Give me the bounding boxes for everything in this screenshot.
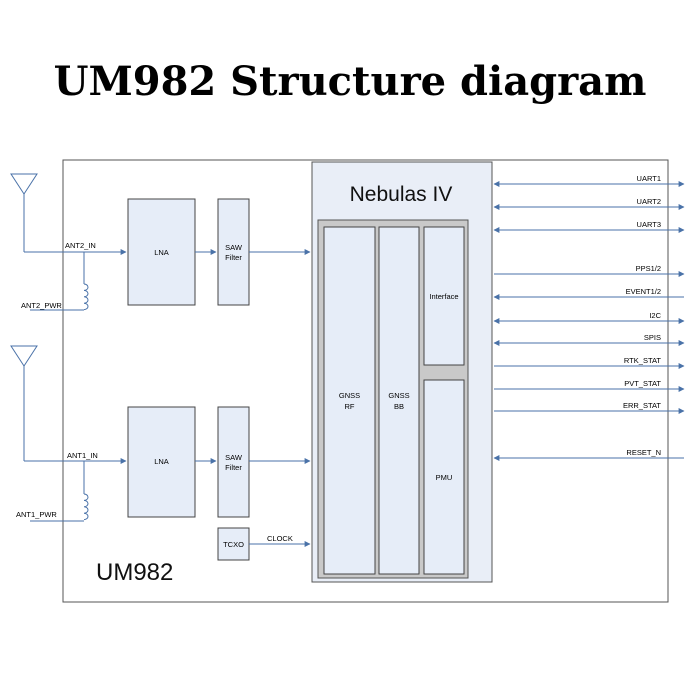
gnss-rf-block <box>323 226 376 575</box>
lna-2-label: LNA <box>154 248 169 257</box>
clock-label: CLOCK <box>267 534 293 543</box>
saw-1-label-2: Filter <box>225 463 242 472</box>
lna-2-block <box>127 198 196 306</box>
gnss-bb-label-2: BB <box>394 402 404 411</box>
gnss-rf-label-1: GNSS <box>339 391 360 400</box>
signal-label: ERR_STAT <box>623 401 661 410</box>
antenna-2 <box>10 173 38 252</box>
antenna-1 <box>10 345 38 461</box>
ant2-in-label: ANT2_IN <box>65 241 96 250</box>
ant1-in-label: ANT1_IN <box>67 451 98 460</box>
ant1-pwr-label: ANT1_PWR <box>16 510 57 519</box>
saw-1-label-1: SAW <box>225 453 243 462</box>
signal-label: PVT_STAT <box>624 379 661 388</box>
lna-1-block <box>127 406 196 518</box>
chip-name: Nebulas IV <box>350 183 453 206</box>
interface-block <box>423 226 465 366</box>
inductor-1 <box>30 461 89 522</box>
gnss-rf-label-2: RF <box>345 402 355 411</box>
ant2-pwr-label: ANT2_PWR <box>21 301 62 310</box>
module-label: UM982 <box>96 559 173 586</box>
saw-2-block <box>217 198 250 306</box>
interface-label: Interface <box>429 292 458 301</box>
lna-1-label: LNA <box>154 457 169 466</box>
signal-label: RESET_N <box>626 448 661 457</box>
signal-label: UART1 <box>637 174 661 183</box>
signal-label: PPS1/2 <box>636 264 661 273</box>
pmu-label: PMU <box>436 473 453 482</box>
tcxo-block <box>217 527 250 561</box>
saw-2-label-2: Filter <box>225 253 242 262</box>
saw-1-block <box>217 406 250 518</box>
gnss-bb-label-1: GNSS <box>388 391 409 400</box>
saw-2-label-1: SAW <box>225 243 243 252</box>
gnss-bb-block <box>378 226 420 575</box>
signal-label: UART3 <box>637 220 661 229</box>
page-title: UM982 Structure diagram <box>53 58 647 105</box>
signal-label: UART2 <box>637 197 661 206</box>
signal-label: EVENT1/2 <box>626 287 661 296</box>
signal-label: RTK_STAT <box>624 356 662 365</box>
inductor-2 <box>30 252 89 311</box>
signal-label: I2C <box>649 311 661 320</box>
tcxo-label: TCXO <box>223 540 244 549</box>
signal-label: SPIS <box>644 333 661 342</box>
pmu-block <box>423 379 465 575</box>
